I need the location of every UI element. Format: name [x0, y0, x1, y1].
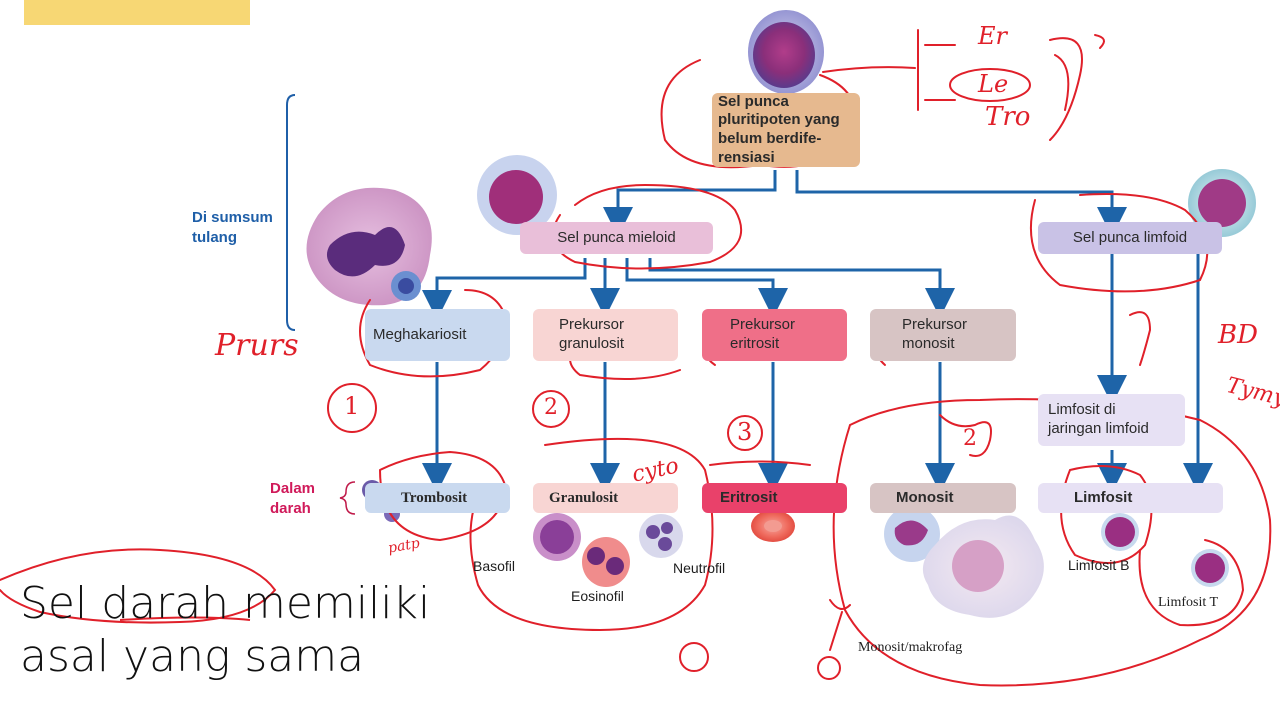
trombosit-bar: Trombosit: [365, 483, 510, 513]
lymphoid-label: Sel punca limfoid: [1072, 228, 1188, 246]
eritrosit-bar: Eritrosit: [702, 483, 847, 513]
basofil-label: Basofil: [473, 558, 516, 574]
monosit-label: Monosit: [896, 488, 954, 506]
trombosit-label: Trombosit: [401, 489, 468, 506]
granulosit-label: Granulosit: [549, 489, 619, 506]
neutrofil-label: Neutrofil: [673, 560, 726, 576]
note-num2a: 2: [544, 395, 558, 420]
lymph-tissue-line2: jaringan limfoid: [1048, 420, 1149, 437]
limfosit-b-label: Limfosit B: [1068, 557, 1130, 573]
erythrocyte-precursor-line2: eritrosit: [730, 335, 780, 352]
lymphocyte-t-illustration: [1191, 549, 1229, 587]
lymph-tissue-box: Limfosit di jaringan limfoid: [1038, 394, 1185, 446]
basophil-illustration: [533, 513, 581, 561]
blood-bracket: [339, 481, 356, 515]
macrophage-illustration: [922, 515, 1044, 618]
blood-line1: Dalam: [270, 480, 316, 497]
marrow-bracket: [286, 94, 296, 331]
monosit-makrofag-label: Monosit/makrofag: [858, 640, 963, 655]
monosit-bar: Monosit: [870, 483, 1016, 513]
megakaryocyte-label: Meghakariosit: [373, 325, 467, 343]
stem-line-1: Sel punca: [718, 92, 789, 110]
stem-cell-box: Sel punca pluritipoten yang belum berdif…: [712, 93, 860, 167]
megakaryocyte-box: Meghakariosit: [365, 309, 510, 361]
highlight-bar: [24, 0, 250, 25]
note-num3: 3: [737, 418, 753, 446]
lymphoid-cell-illustration: [1188, 169, 1256, 237]
stem-cell-illustration: [748, 10, 824, 94]
bone-marrow-label: Di sumsum tulang: [192, 208, 273, 247]
note-le: Le: [978, 70, 1009, 98]
eritrosit-label: Eritrosit: [720, 488, 778, 506]
erythrocyte-precursor-box: Prekursor eritrosit: [702, 309, 847, 361]
bone-marrow-line2: tulang: [192, 228, 237, 246]
granulocyte-precursor-line1: Prekursor: [559, 316, 625, 334]
note-prurs: Prurs: [215, 328, 299, 363]
myeloid-label: Sel punca mieloid: [557, 228, 676, 246]
lymphoid-box: Sel punca limfoid: [1038, 222, 1222, 254]
blood-label: Dalam darah: [270, 479, 315, 518]
lymph-tissue-line1: Limfosit di: [1048, 401, 1116, 419]
limfosit-label: Limfosit: [1074, 488, 1133, 506]
monocyte-precursor-line2: monosit: [902, 335, 955, 352]
stem-line-3: belum berdife-: [718, 130, 822, 147]
lymphocyte-b-illustration: [1101, 513, 1139, 551]
erythrocyte-precursor-line1: Prekursor: [730, 316, 796, 334]
monocyte-illustration: [884, 506, 940, 562]
limfosit-bar: Limfosit: [1038, 483, 1223, 513]
limfosit-t-label: Limfosit T: [1158, 595, 1219, 610]
monocyte-precursor-line1: Prekursor: [902, 316, 968, 334]
granulocyte-precursor-line2: granulosit: [559, 335, 625, 352]
slide-title-line1: Sel darah memiliki: [20, 578, 431, 629]
title-ink: [119, 616, 251, 621]
erythrocyte-illustration: [751, 510, 795, 542]
bone-marrow-line1: Di sumsum: [192, 209, 273, 226]
stem-line-4: rensiasi: [718, 148, 775, 166]
slide-title: Sel darah memiliki asal yang sama: [20, 578, 430, 684]
eosinophil-illustration: [582, 537, 630, 587]
note-num2b: 2: [963, 426, 977, 451]
myeloid-cell-illustration: [477, 155, 557, 235]
note-num1: 1: [344, 392, 360, 420]
blood-line2: darah: [270, 499, 311, 517]
granulosit-bar: Granulosit: [533, 483, 678, 513]
megakaryocyte-illustration: [306, 187, 432, 306]
flow-arrows: [422, 170, 1213, 493]
stem-line-2: pluritipoten yang: [718, 111, 840, 129]
note-bd: BD: [1218, 320, 1258, 350]
slide-title-line2: asal yang sama: [20, 630, 365, 682]
myeloid-box: Sel punca mieloid: [520, 222, 713, 254]
monocyte-precursor-box: Prekursor monosit: [870, 309, 1016, 361]
eosinofil-label: Eosinofil: [571, 588, 624, 604]
note-er: Er: [978, 22, 1007, 50]
granulocyte-precursor-box: Prekursor granulosit: [533, 309, 678, 361]
neutrophil-illustration: [639, 514, 683, 558]
note-tro: Tro: [985, 102, 1031, 132]
